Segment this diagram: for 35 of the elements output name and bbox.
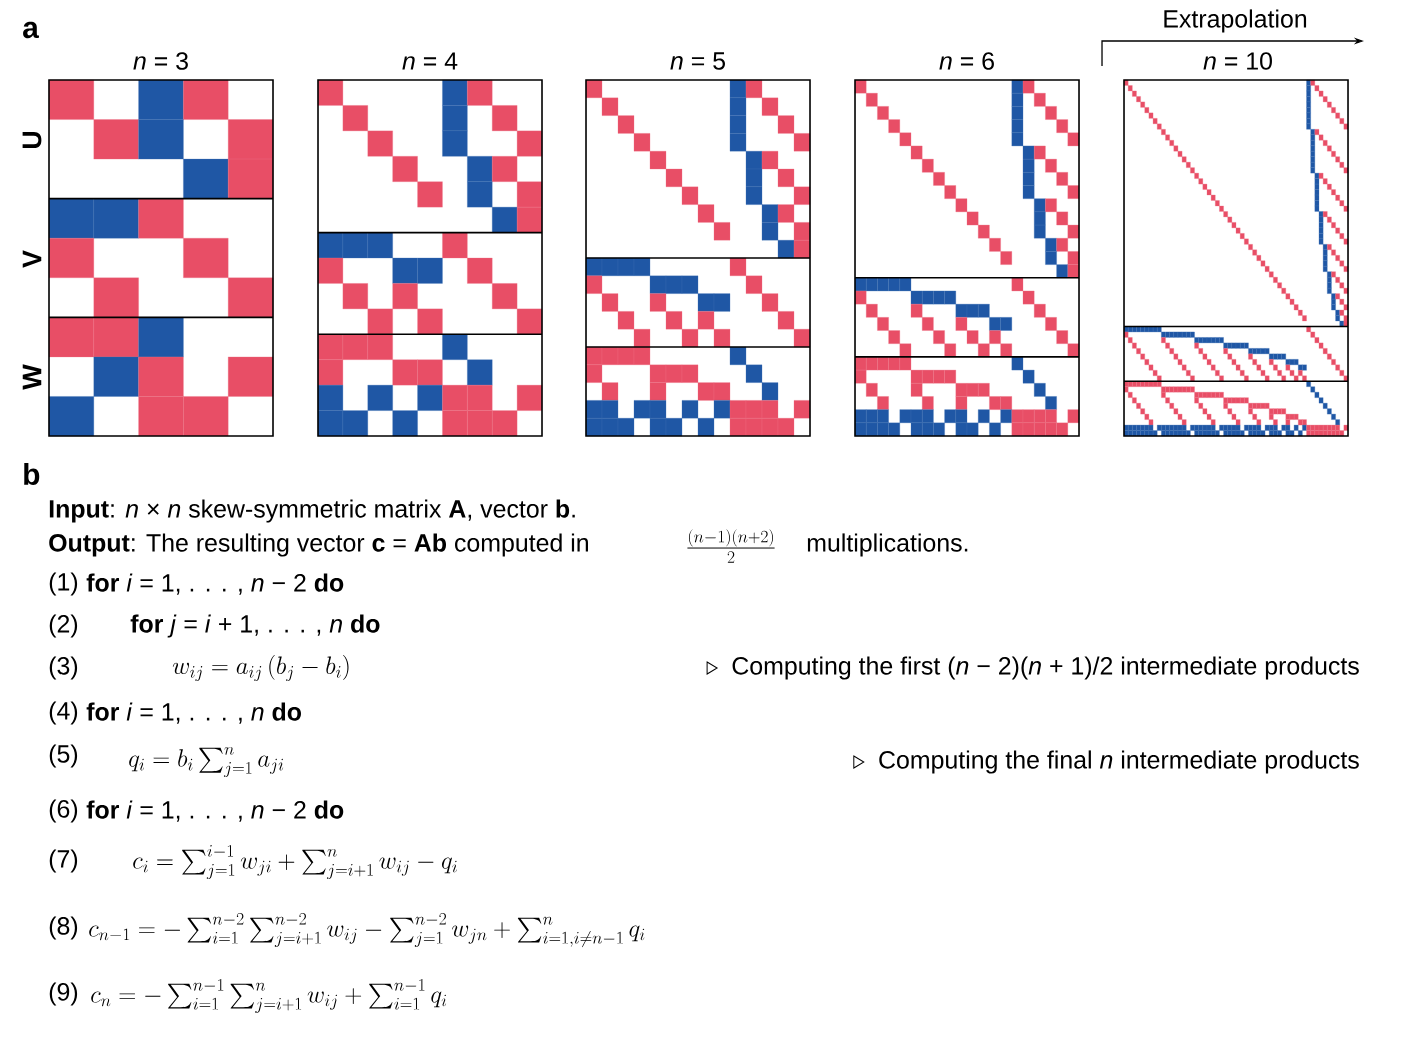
pseudocode-line: for i = 1, . . . , n − 2 do xyxy=(86,573,344,595)
formula: $c_i = \sum_{j=1}^{i-1} w_{ji} + \sum_{j=i+1}^{n} w_{ij} - q_i$ xyxy=(133,845,457,880)
panel-letter: b xyxy=(24,463,40,485)
pseudocode-line: for i = 1, . . . , n do xyxy=(86,702,301,724)
matrix-title: n = 4 xyxy=(402,52,458,70)
matrix-title: n = 6 xyxy=(939,52,994,70)
formula: $w_{ij} = a_{ij}\,(b_j - b_i)$ xyxy=(172,655,349,682)
row-label: V xyxy=(22,250,42,268)
step-number: (4) xyxy=(49,701,78,725)
formula: $c_n = -\sum_{i=1}^{n-1}\sum_{j=i+1}^{n} w_{ij} + \sum_{i=1}^{n-1} q_i$ xyxy=(91,978,447,1013)
output-line: multiplications. xyxy=(807,533,968,557)
input-line: Input: n × n skew-symmetric matrix A, vector b. xyxy=(49,499,575,523)
step-number: (5) xyxy=(49,744,78,768)
comment-text: Computing the first (n − 2)(n + 1)/2 intermediate products xyxy=(732,656,1359,680)
arrow-label: Extrapolation xyxy=(1164,9,1307,33)
step-number: (2) xyxy=(49,614,78,638)
step-number: (1) xyxy=(49,572,78,596)
row-label: W xyxy=(22,364,42,390)
comment-text: Computing the final n intermediate products xyxy=(879,750,1359,774)
row-label: U xyxy=(22,131,42,149)
step-number: (9) xyxy=(49,982,78,1006)
fraction: $\frac{(n-1)(n+2)}{2}$ xyxy=(687,529,775,563)
panel-letter: a xyxy=(23,21,39,39)
output-line: Output: The resulting vector c = Ab computed in xyxy=(49,533,588,557)
pseudocode-line: for i = 1, . . . , n − 2 do xyxy=(86,800,344,822)
matrix-title: n = 10 xyxy=(1203,52,1272,70)
step-number: (8) xyxy=(49,916,78,940)
step-number: (7) xyxy=(49,849,78,873)
matrix-title: n = 3 xyxy=(133,52,188,70)
matrix-title: n = 5 xyxy=(670,52,725,70)
formula: $c_{n-1} = -\sum_{i=1}^{n-2}\sum_{j=i+1}^{n-2} w_{ij} - \sum_{j=1}^{n-2} w_{jn} + \sum_{i=1,i\neq n-1}^{n} q_i$ xyxy=(89,912,645,948)
pseudocode-line: for j = i + 1, . . . , n do xyxy=(130,614,380,638)
step-number: (6) xyxy=(49,799,78,823)
formula: $q_i = b_i \sum_{j=1}^{n} a_{ji}$ xyxy=(129,746,284,778)
step-number: (3) xyxy=(49,656,78,680)
